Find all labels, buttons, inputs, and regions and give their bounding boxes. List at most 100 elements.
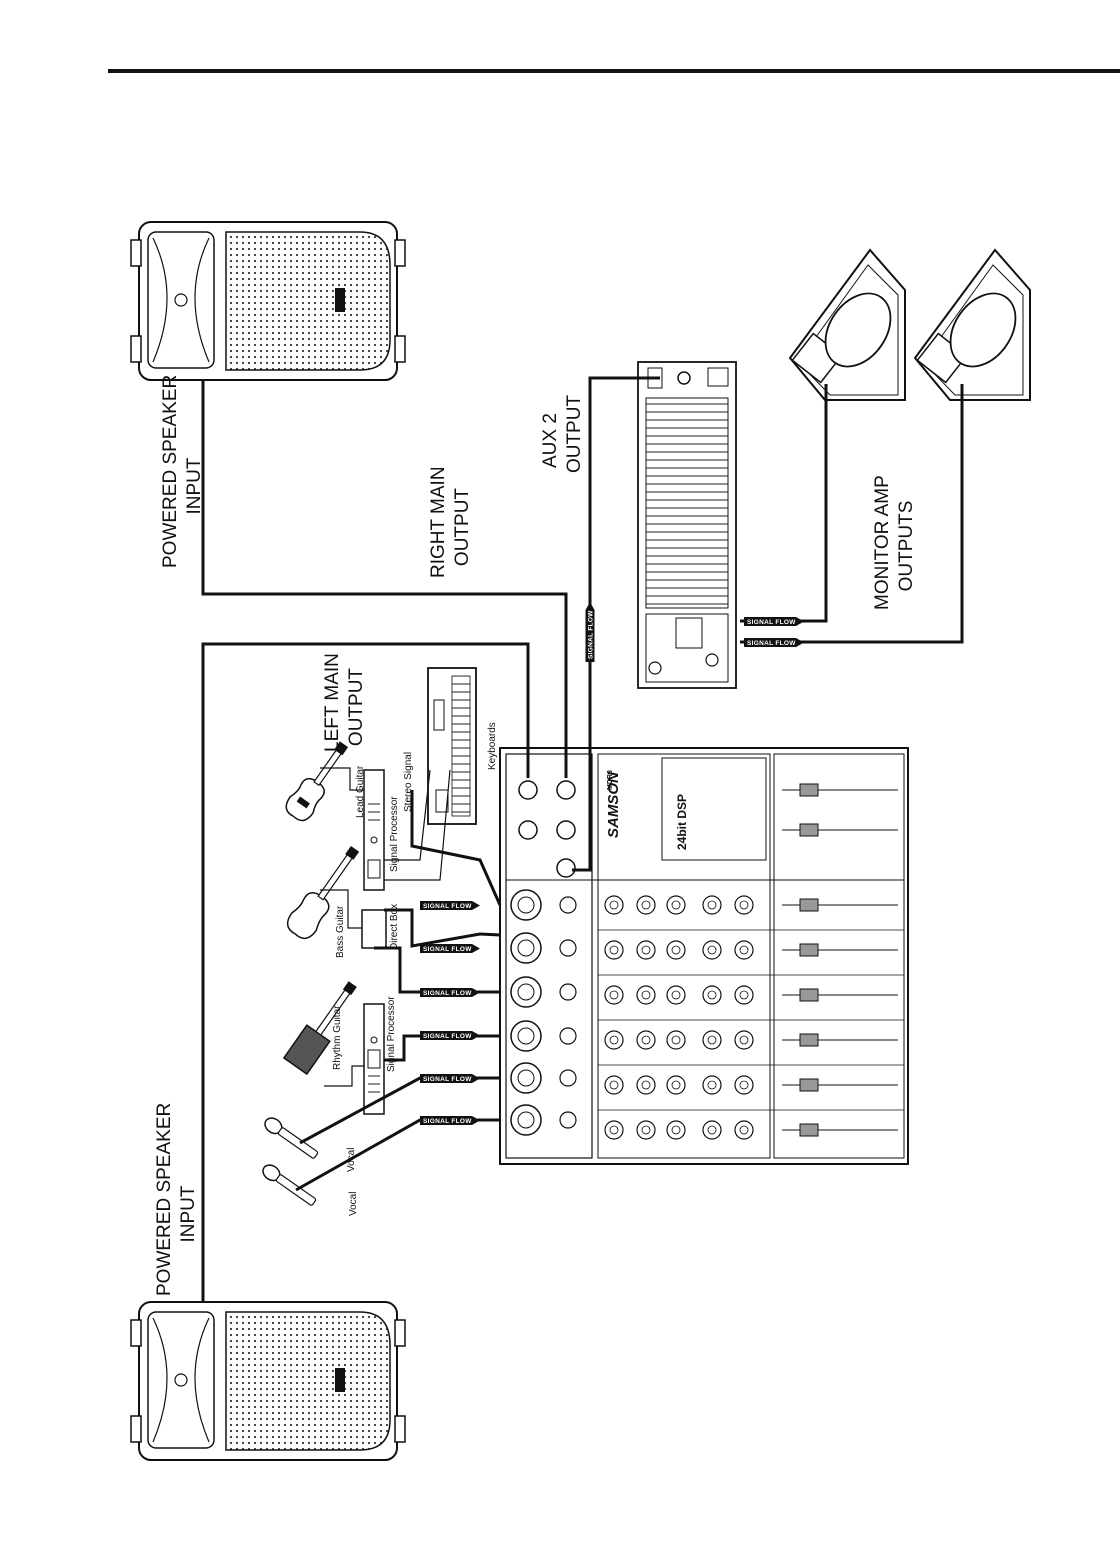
svg-text:RIGHT MAIN: RIGHT MAIN [428, 466, 449, 578]
channel-knob [666, 1075, 686, 1095]
svg-text:MONITOR AMP: MONITOR AMP [872, 475, 893, 610]
channel-knob [666, 940, 686, 960]
svg-text:SIGNAL FLOW: SIGNAL FLOW [423, 946, 472, 953]
label-signal-processor-2: Signal Processor [386, 996, 397, 1072]
channel-fader [782, 943, 898, 957]
monitor-power-amp [637, 361, 737, 689]
signal-flow-tag: SIGNAL FLOW [420, 1074, 480, 1083]
line-input-jack [559, 896, 577, 914]
channel-fader [782, 1078, 898, 1092]
svg-text:INPUT: INPUT [178, 1185, 199, 1242]
svg-text:SIGNAL FLOW: SIGNAL FLOW [423, 1076, 472, 1083]
svg-text:SIGNAL FLOW: SIGNAL FLOW [747, 619, 796, 626]
signal-flow-tag: SIGNAL FLOW [420, 901, 480, 910]
label-powered-speaker-top: POWERED SPEAKER INPUT [160, 375, 205, 568]
svg-text:SIGNAL FLOW: SIGNAL FLOW [423, 1118, 472, 1125]
output-jack [556, 820, 576, 840]
channel-knob [702, 985, 722, 1005]
signal-flow-tag: SIGNAL FLOW [744, 617, 804, 626]
label-vocal-2: Vocal [348, 1192, 359, 1216]
output-jack [556, 858, 576, 878]
signal-flow-tag: SIGNAL FLOW [420, 1116, 480, 1125]
xlr-input-jack [510, 1062, 542, 1094]
channel-knob [702, 1075, 722, 1095]
mixer [499, 747, 909, 1165]
xlr-input-jack [510, 1020, 542, 1052]
signal-flow-tag: SIGNAL FLOW [420, 1031, 480, 1040]
svg-text:OUTPUTS: OUTPUTS [896, 501, 917, 592]
svg-text:OUTPUT: OUTPUT [564, 395, 585, 474]
channel-knob [604, 895, 624, 915]
channel-fader [782, 988, 898, 1002]
label-signal-processor-1: Signal Processor [389, 796, 400, 872]
vocal-mic-2 [262, 1164, 317, 1206]
channel-fader [782, 823, 898, 837]
channel-fader [782, 898, 898, 912]
line-input-jack [559, 1027, 577, 1045]
signal-processor-lead [363, 769, 385, 891]
header-rule [108, 69, 1120, 73]
signal-flow-tag: SIGNAL FLOW [420, 988, 480, 997]
channel-knob [604, 1030, 624, 1050]
svg-text:LEFT MAIN: LEFT MAIN [322, 653, 343, 752]
label-lead-guitar: Lead Guitar [355, 765, 366, 818]
channel-knob [604, 1120, 624, 1140]
mixer-brand-logo: SAMSON [605, 771, 622, 838]
label-aux2-output: AUX 2 OUTPUT [540, 395, 585, 474]
line-input-jack [559, 1111, 577, 1129]
line-input-jack [559, 1069, 577, 1087]
svg-text:OUTPUT: OUTPUT [452, 488, 473, 567]
channel-knob [734, 940, 754, 960]
channel-knob [666, 1120, 686, 1140]
vocal-mic-1 [264, 1117, 319, 1159]
output-jack [518, 820, 538, 840]
channel-fader [782, 783, 898, 797]
rhythm-guitar [282, 981, 357, 1076]
signal-flow-tag-vertical: SIGNAL FLOW [585, 602, 595, 662]
channel-knob [636, 1120, 656, 1140]
label-keyboards: Keyboards [487, 722, 498, 770]
line-input-jack [559, 939, 577, 957]
svg-text:INPUT: INPUT [184, 457, 205, 514]
xlr-input-jack [510, 889, 542, 921]
xlr-input-jack [510, 932, 542, 964]
svg-text:OUTPUT: OUTPUT [346, 668, 367, 747]
xlr-input-jack [510, 1104, 542, 1136]
channel-knob [666, 985, 686, 1005]
xlr-input-jack [510, 976, 542, 1008]
signal-flow-tags: SIGNAL FLOW SIGNAL FLOW SIGNAL FLOW SIGN… [420, 602, 804, 1125]
channel-knob [604, 940, 624, 960]
channel-knob [702, 1030, 722, 1050]
bass-guitar [286, 845, 360, 940]
channel-knob [702, 1120, 722, 1140]
channel-knob [734, 895, 754, 915]
svg-text:POWERED SPEAKER: POWERED SPEAKER [160, 375, 181, 568]
monitor-wedge-2 [913, 248, 1031, 401]
svg-text:SIGNAL FLOW: SIGNAL FLOW [747, 640, 796, 647]
svg-text:POWERED SPEAKER: POWERED SPEAKER [154, 1103, 175, 1296]
channel-knob [734, 985, 754, 1005]
channel-knob [636, 895, 656, 915]
label-stereo-signal: Stereo Signal [403, 752, 414, 812]
label-vocal-1: Vocal [346, 1148, 357, 1172]
channel-knob [636, 1075, 656, 1095]
output-jack [518, 780, 538, 800]
signal-flow-tag: SIGNAL FLOW [744, 638, 804, 647]
label-left-main-output: LEFT MAIN OUTPUT [322, 653, 367, 752]
channel-knob [636, 1030, 656, 1050]
powered-speaker-bottom [130, 1301, 406, 1461]
output-jack [556, 780, 576, 800]
monitor-wedge-1 [788, 248, 906, 401]
channel-knob [734, 1075, 754, 1095]
svg-text:SIGNAL FLOW: SIGNAL FLOW [423, 903, 472, 910]
label-bass-guitar: Bass Guitar [335, 905, 346, 958]
lead-guitar [285, 741, 349, 822]
channel-fader [782, 1033, 898, 1047]
powered-speaker-top [130, 221, 406, 381]
channel-knob [604, 985, 624, 1005]
channel-knob [636, 985, 656, 1005]
label-rhythm-guitar: Rhythm Guitar [332, 1005, 343, 1070]
mixer-model: MDR8 [607, 770, 614, 790]
channel-knob [702, 940, 722, 960]
